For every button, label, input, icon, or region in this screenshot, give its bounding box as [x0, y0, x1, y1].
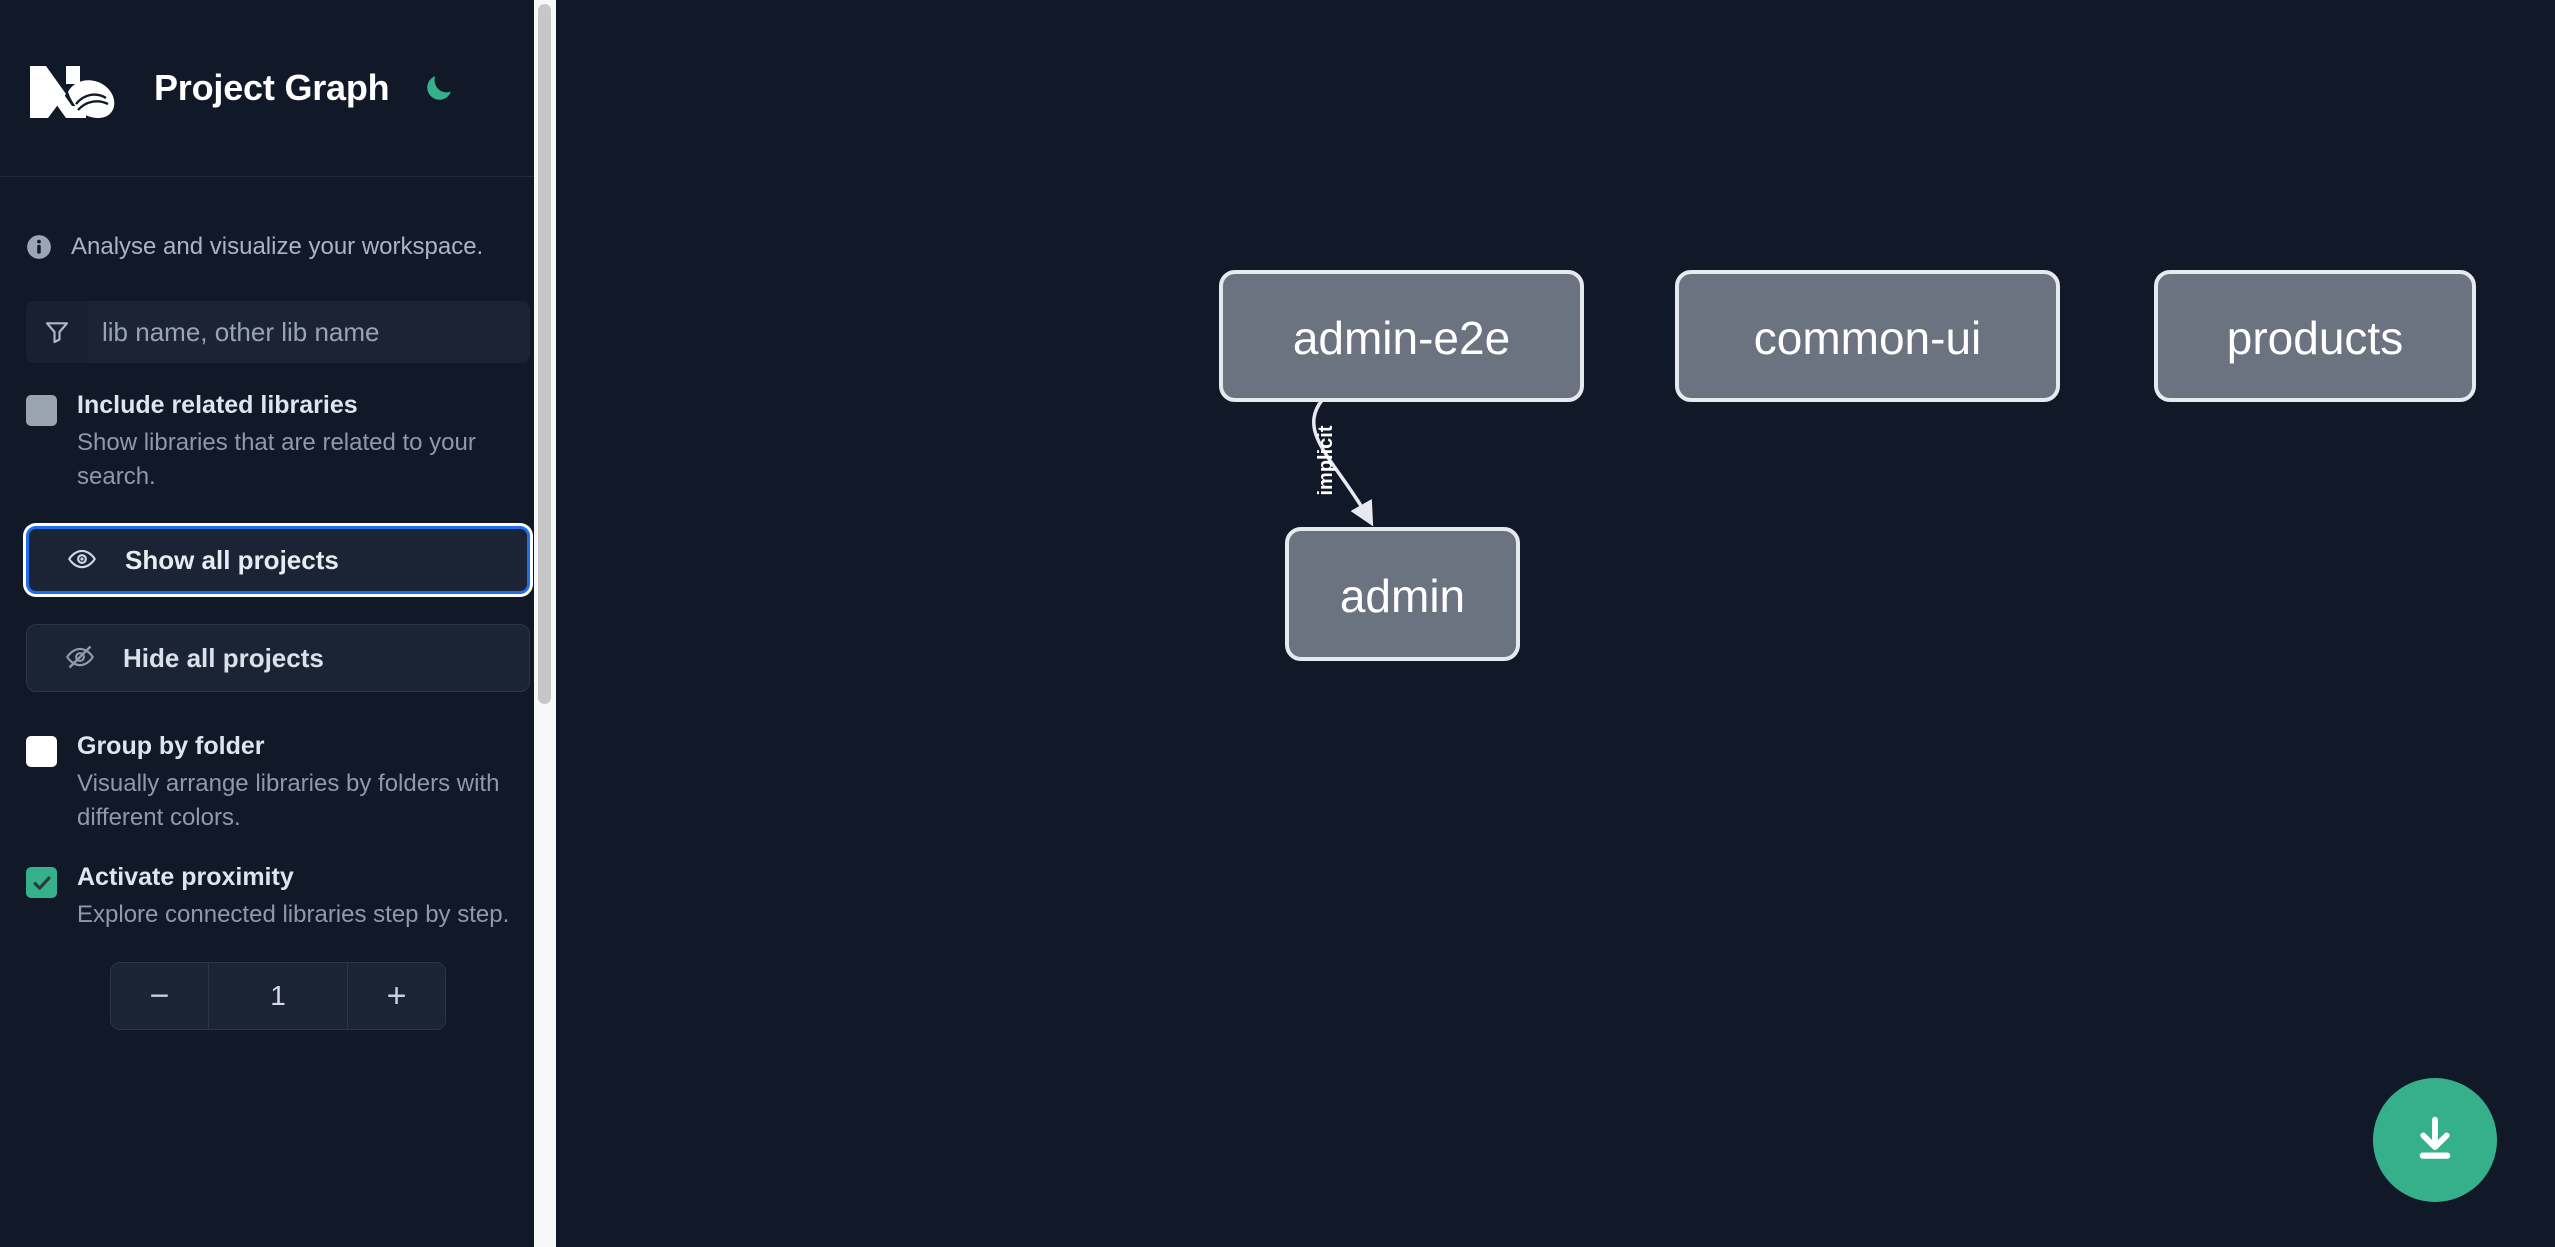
search-input[interactable] — [88, 301, 530, 363]
sidebar-scrollbar-track[interactable] — [534, 0, 556, 1247]
show-all-projects-label: Show all projects — [125, 544, 339, 575]
graph-node-label: common-ui — [1754, 312, 1982, 364]
eye-off-icon — [65, 642, 95, 675]
proximity-stepper-wrap: − 1 + — [0, 932, 556, 1031]
include-related-libraries-checkbox[interactable] — [26, 395, 57, 426]
graph-node-box — [1285, 527, 1520, 661]
moon-icon[interactable] — [417, 66, 461, 110]
graph-node-label: admin — [1340, 570, 1465, 622]
graph-edge — [1312, 398, 1374, 527]
graph-edge-label: implicit — [1315, 425, 1337, 495]
project-visibility-buttons: Show all projects Hide all projects — [0, 494, 556, 693]
proximity-stepper: − 1 + — [110, 962, 446, 1031]
group-by-folder-checkbox[interactable] — [26, 736, 57, 768]
graph-node-box — [1219, 270, 1584, 402]
sidebar: Project Graph Analyse and visualize yo — [0, 0, 556, 1247]
proximity-increment-button[interactable]: + — [347, 963, 445, 1030]
group-by-folder-description: Visually arrange libraries by folders wi… — [77, 769, 500, 831]
filter-box — [26, 301, 530, 363]
proximity-decrement-button[interactable]: − — [111, 963, 209, 1030]
check-icon — [33, 876, 51, 890]
workspace-info-text: Analyse and visualize your workspace. — [71, 233, 484, 260]
graph-node-label: admin-e2e — [1293, 312, 1510, 364]
graph-node-label: products — [2227, 312, 2403, 364]
funnel-filter-icon — [26, 301, 88, 363]
project-graph-svg: implicitimplicit admin-e2ecommon-uiprodu… — [1219, 270, 2476, 661]
eye-icon — [67, 544, 97, 577]
download-graph-button[interactable] — [2373, 1078, 2497, 1202]
download-icon — [2408, 1112, 2462, 1169]
sidebar-scrollbar-thumb[interactable] — [538, 4, 551, 704]
nx-logo-icon — [26, 54, 124, 122]
info-circle-icon — [26, 234, 52, 260]
show-all-projects-button[interactable]: Show all projects — [26, 526, 530, 595]
activate-proximity-description: Explore connected libraries step by step… — [77, 900, 510, 928]
option-group-by-folder: Group by folder Visually arrange librari… — [0, 692, 556, 835]
graph-node[interactable]: admin — [1285, 527, 1520, 661]
sidebar-header: Project Graph — [0, 0, 556, 177]
hide-all-projects-button[interactable]: Hide all projects — [26, 624, 530, 693]
activate-proximity-label: Activate proximity — [77, 863, 294, 892]
workspace-info: Analyse and visualize your workspace. — [0, 177, 556, 281]
graph-edges: implicitimplicit — [1312, 398, 1374, 527]
option-activate-proximity: Activate proximity Explore connected lib… — [0, 835, 556, 932]
app-title: Project Graph — [154, 67, 390, 108]
graph-canvas[interactable]: implicitimplicit admin-e2e common-ui produ… — [556, 0, 2555, 1247]
filter-row — [0, 281, 556, 363]
activate-proximity-checkbox[interactable] — [26, 867, 57, 899]
include-related-libraries-label: Include related libraries — [77, 391, 358, 419]
graph-node[interactable]: common-ui — [1675, 270, 2060, 402]
graph-node[interactable]: products — [2154, 270, 2476, 402]
graph-node[interactable]: admin-e2e — [1219, 270, 1584, 402]
proximity-value: 1 — [270, 980, 286, 1012]
group-by-folder-label: Group by folder — [77, 732, 265, 761]
option-include-related-libraries: Include related libraries Show libraries… — [0, 363, 556, 494]
hide-all-projects-label: Hide all projects — [123, 642, 324, 673]
graph-node-box — [2154, 270, 2476, 402]
graph-node-box — [1675, 270, 2060, 402]
graph-nodes: admin-e2ecommon-uiproductsstore-e2eadmin… — [1219, 270, 2476, 661]
include-related-libraries-description: Show libraries that are related to your … — [77, 428, 476, 490]
